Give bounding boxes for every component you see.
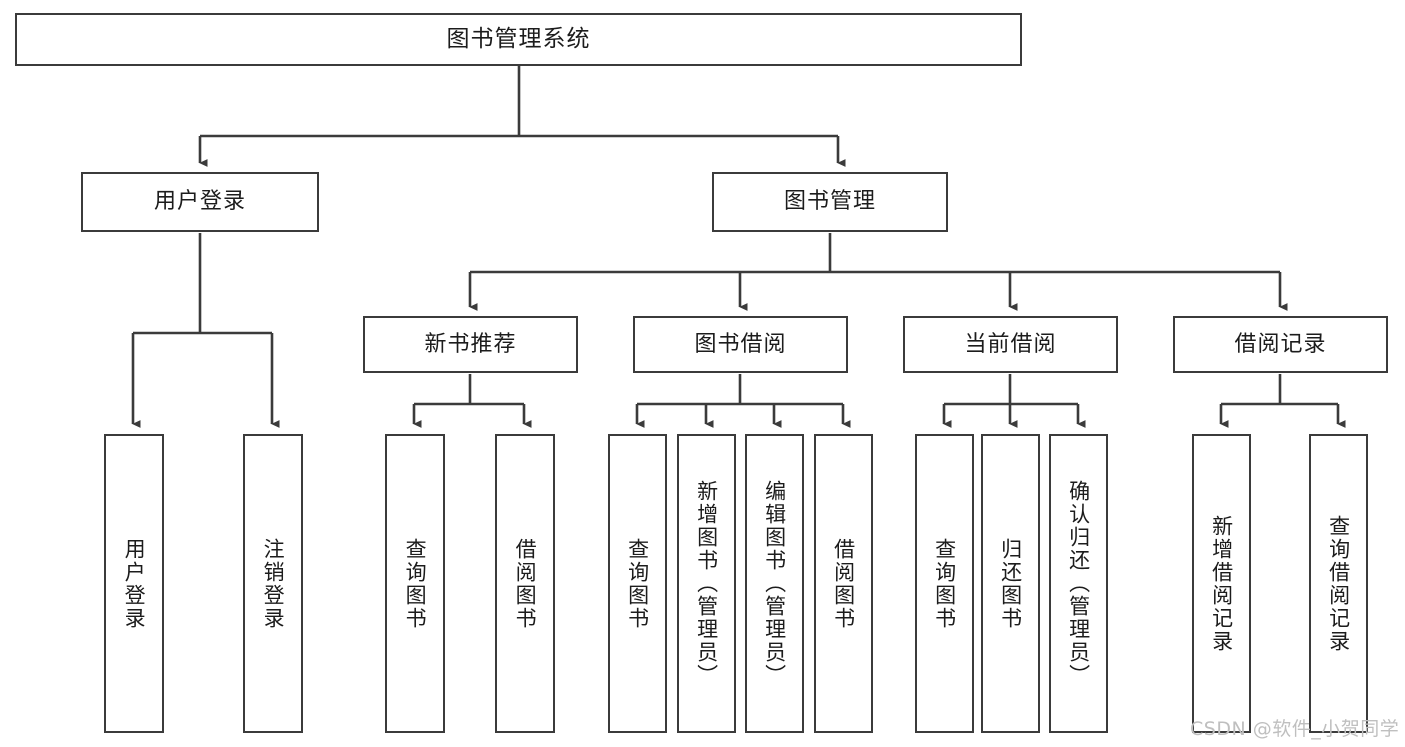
node-current-borrow[interactable]: 当前借阅: [903, 316, 1118, 373]
leaf-borrow-record-query[interactable]: 查询借阅记录: [1309, 434, 1368, 733]
leaf-current-borrow-query[interactable]: 查询图书: [915, 434, 974, 733]
leaf-label: 新增借阅记录: [1209, 514, 1234, 653]
leaf-user-login-login[interactable]: 用户登录: [104, 434, 164, 733]
node-borrow-record[interactable]: 借阅记录: [1173, 316, 1388, 373]
leaf-current-borrow-confirm[interactable]: 确认归还（管理员）: [1049, 434, 1108, 733]
leaf-book-borrow-edit[interactable]: 编辑图书（管理员）: [745, 434, 804, 733]
leaf-borrow-record-add[interactable]: 新增借阅记录: [1192, 434, 1251, 733]
leaf-label: 确认归还（管理员）: [1066, 480, 1091, 687]
leaf-label: 借阅图书: [513, 537, 538, 630]
leaf-book-borrow-lend[interactable]: 借阅图书: [814, 434, 873, 733]
leaf-user-login-logout[interactable]: 注销登录: [243, 434, 303, 733]
leaf-label: 归还图书: [998, 537, 1023, 630]
leaf-label: 查询借阅记录: [1326, 514, 1351, 653]
node-root-system[interactable]: 图书管理系统: [15, 13, 1022, 66]
leaf-label: 用户登录: [122, 537, 147, 630]
leaf-label: 查询图书: [625, 537, 650, 630]
node-book-management[interactable]: 图书管理: [712, 172, 948, 232]
node-new-book-recommend[interactable]: 新书推荐: [363, 316, 578, 373]
leaf-label: 查询图书: [932, 537, 957, 630]
node-user-login[interactable]: 用户登录: [81, 172, 319, 232]
leaf-label: 注销登录: [261, 537, 286, 630]
leaf-label: 编辑图书（管理员）: [762, 480, 787, 687]
leaf-new-book-query[interactable]: 查询图书: [385, 434, 445, 733]
leaf-label: 查询图书: [403, 537, 428, 630]
leaf-new-book-borrow[interactable]: 借阅图书: [495, 434, 555, 733]
leaf-book-borrow-query[interactable]: 查询图书: [608, 434, 667, 733]
leaf-current-borrow-return[interactable]: 归还图书: [981, 434, 1040, 733]
leaf-book-borrow-add[interactable]: 新增图书（管理员）: [677, 434, 736, 733]
node-book-borrow[interactable]: 图书借阅: [633, 316, 848, 373]
leaf-label: 新增图书（管理员）: [694, 480, 719, 687]
leaf-label: 借阅图书: [831, 537, 856, 630]
csdn-watermark: CSDN @软件_小贺同学: [1190, 718, 1400, 740]
